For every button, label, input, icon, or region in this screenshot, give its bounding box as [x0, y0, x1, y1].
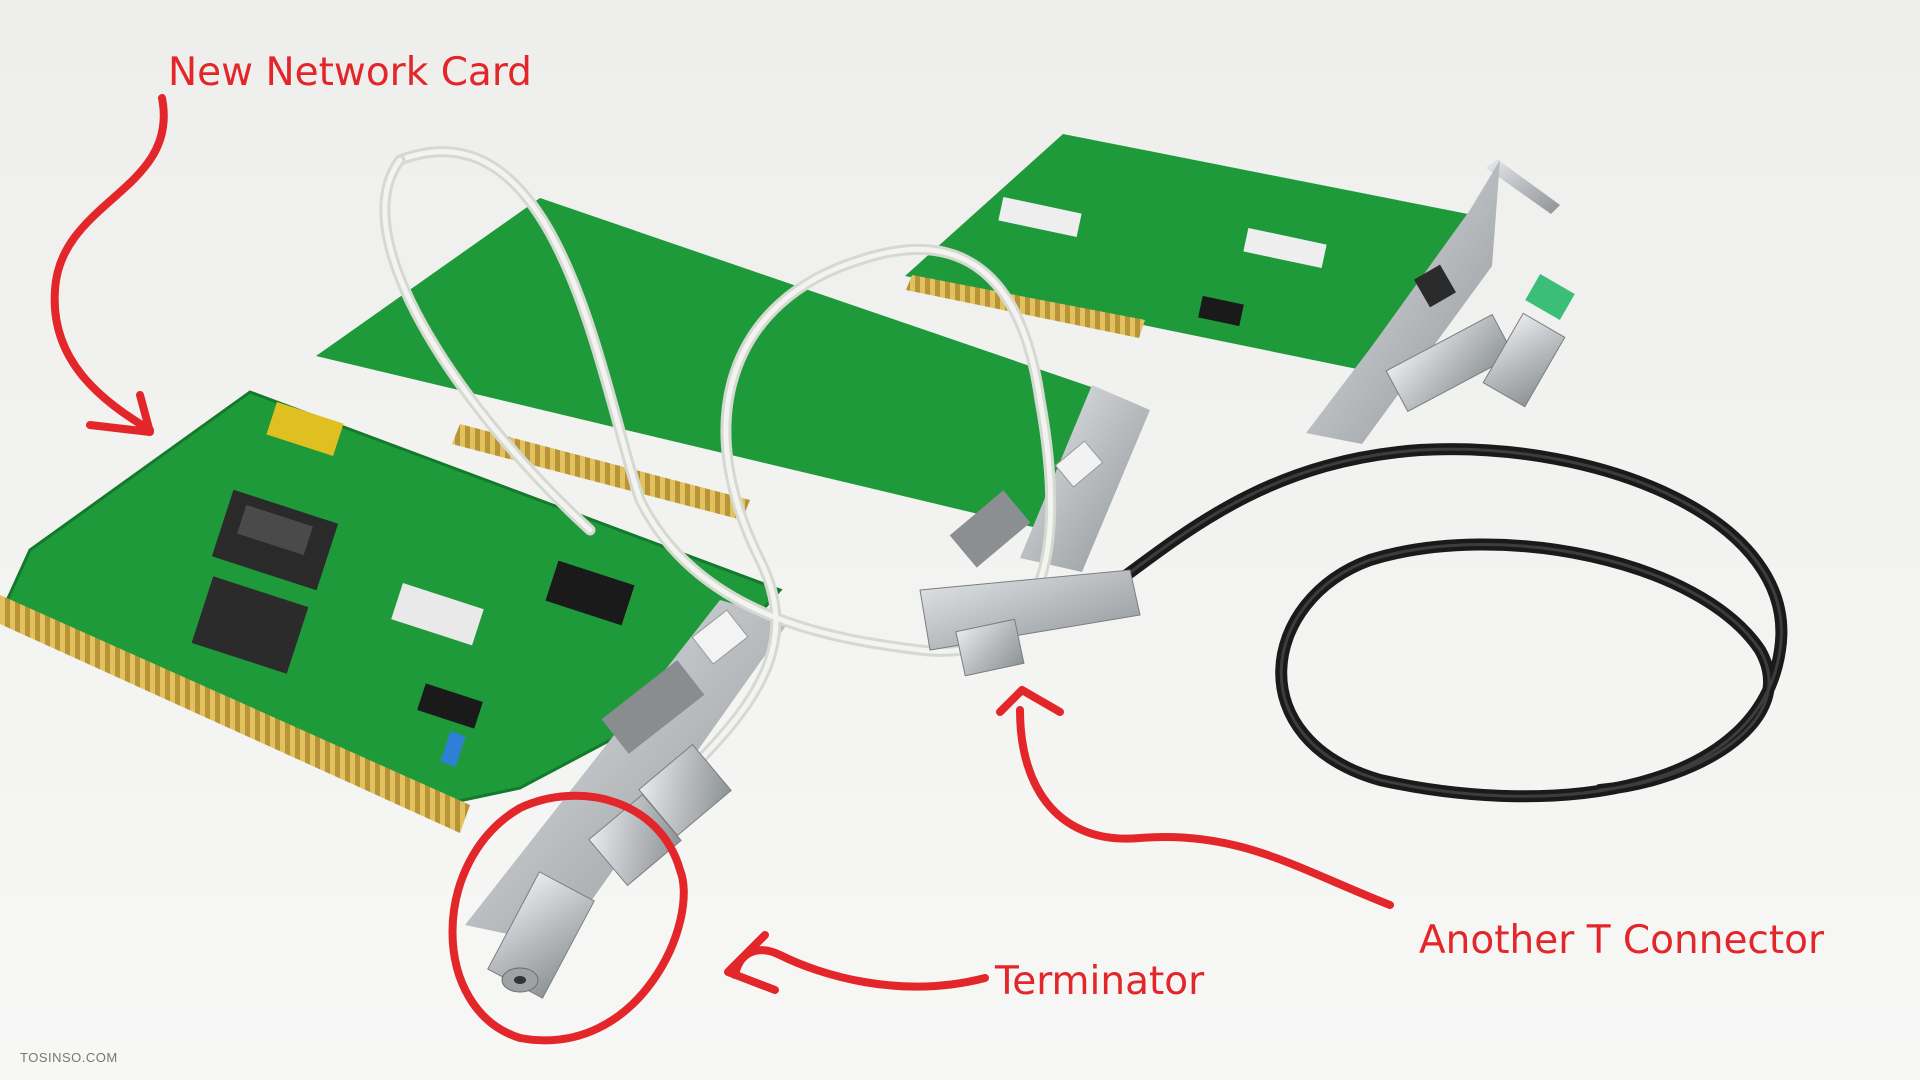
black-coax-cable — [1114, 443, 1788, 803]
arrow-to-network-card — [50, 94, 168, 434]
bnc-terminator — [487, 871, 595, 999]
arrowhead-terminator — [724, 931, 779, 994]
arrowhead-network-card — [86, 391, 154, 436]
new-network-card — [0, 390, 790, 945]
terminator-circle — [448, 791, 688, 1045]
white-coax-cable — [379, 146, 1057, 776]
annotation-another-t-connector: Another T Connector — [1419, 918, 1825, 963]
arrowhead-t-connector — [996, 686, 1064, 716]
bnc-t-connector-front — [588, 569, 1141, 887]
red-annotations — [50, 94, 1394, 1045]
arrow-to-t-connector — [1016, 706, 1394, 909]
back-network-card — [905, 134, 1560, 444]
annotation-new-network-card: New Network Card — [168, 50, 532, 95]
annotation-terminator: Terminator — [995, 959, 1205, 1004]
watermark: TOSINSO.COM — [20, 1050, 118, 1065]
bnc-t-connector-back — [1385, 274, 1575, 413]
